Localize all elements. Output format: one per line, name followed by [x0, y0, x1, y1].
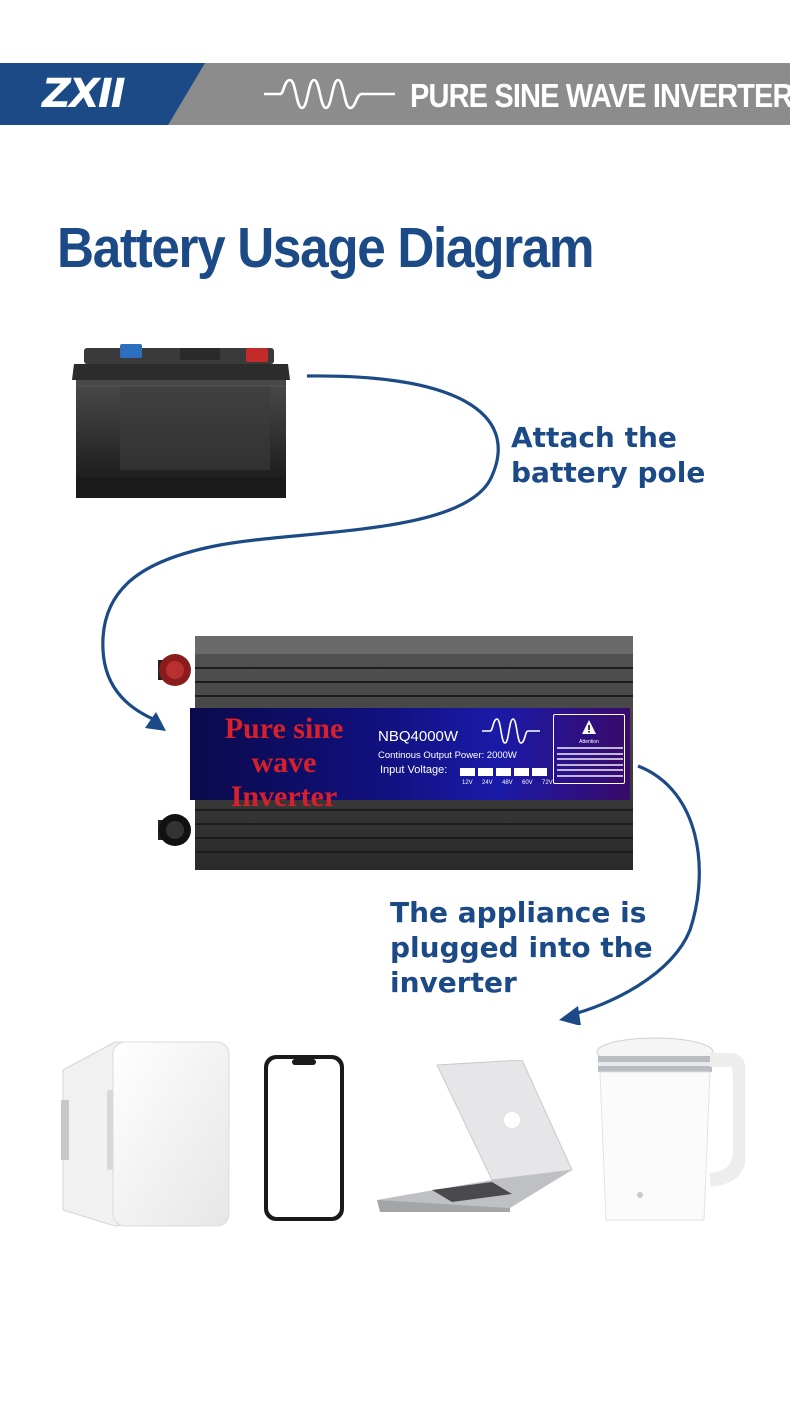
voltage-box — [460, 768, 475, 776]
voltage-box — [532, 768, 547, 776]
header-bar: ZXII PURE SINE WAVE INVERTER — [0, 63, 790, 125]
voltage-option: 72V — [542, 780, 553, 786]
battery-to-inverter-arrow — [101, 374, 500, 731]
attention-box: Attention — [553, 714, 625, 784]
voltage-option: 24V — [482, 780, 493, 786]
voltage-option: 60V — [522, 780, 533, 786]
inverter-to-appliance-arrow — [559, 764, 701, 1025]
inverter-model: NBQ4000W — [378, 728, 459, 745]
voltage-options: 12V 24V 48V 60V 72V — [462, 780, 556, 786]
warning-icon — [582, 720, 596, 734]
positive-terminal-icon — [158, 654, 191, 686]
voltage-box — [478, 768, 493, 776]
voltage-checkboxes — [460, 768, 547, 776]
inverter-brand-text: Pure sine wave Inverter — [224, 712, 344, 813]
voltage-box — [496, 768, 511, 776]
inverter-output-power: Continous Output Power: 2000W — [378, 750, 517, 761]
step-plug-appliance-label: The appliance is plugged into the invert… — [390, 896, 653, 999]
voltage-option: 12V — [462, 780, 473, 786]
smartphone-image — [264, 1055, 344, 1221]
voltage-box — [514, 768, 529, 776]
header-title: PURE SINE WAVE INVERTER — [410, 77, 790, 114]
laptop-image — [377, 1060, 573, 1212]
attention-fine-print — [557, 747, 623, 780]
brand-logo: ZXII — [42, 71, 126, 117]
sine-wave-icon — [264, 78, 395, 110]
inverter-label-panel: Pure sine wave Inverter NBQ4000W Contino… — [190, 708, 630, 813]
inverter-sine-icon — [482, 718, 540, 744]
step-attach-battery-label: Attach the battery pole — [511, 421, 706, 489]
negative-terminal-icon — [158, 814, 191, 846]
page-title: Battery Usage Diagram — [57, 216, 595, 280]
voltage-option: 48V — [502, 780, 513, 786]
mini-fridge-image — [61, 1041, 230, 1227]
electric-kettle-image — [596, 1037, 745, 1221]
inverter-voltage-label: Input Voltage: — [380, 764, 448, 776]
header-logo-band — [0, 63, 205, 125]
car-battery-image — [72, 344, 290, 498]
